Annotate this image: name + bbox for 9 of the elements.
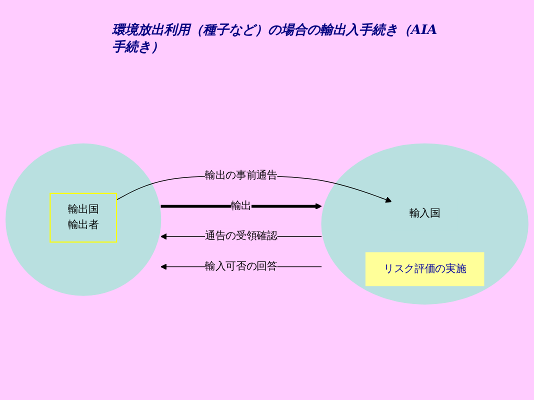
node-text: 輸入国 — [409, 207, 440, 219]
node-box: リスク評価の実施 — [365, 252, 484, 286]
node-box: 輸出国 輸出者 — [50, 192, 118, 242]
edge-label: 輸出の事前通告 — [205, 169, 278, 182]
edge-label: 輸入可否の回答 — [205, 260, 278, 272]
diagram-title: 環境放出利用（種子など）の場合の輸出入手続き（AIA手続き） — [112, 22, 438, 56]
arrow — [160, 202, 322, 210]
edge-label: 通告の受領確認 — [205, 230, 278, 242]
edge-label: 輸出 — [230, 200, 252, 212]
